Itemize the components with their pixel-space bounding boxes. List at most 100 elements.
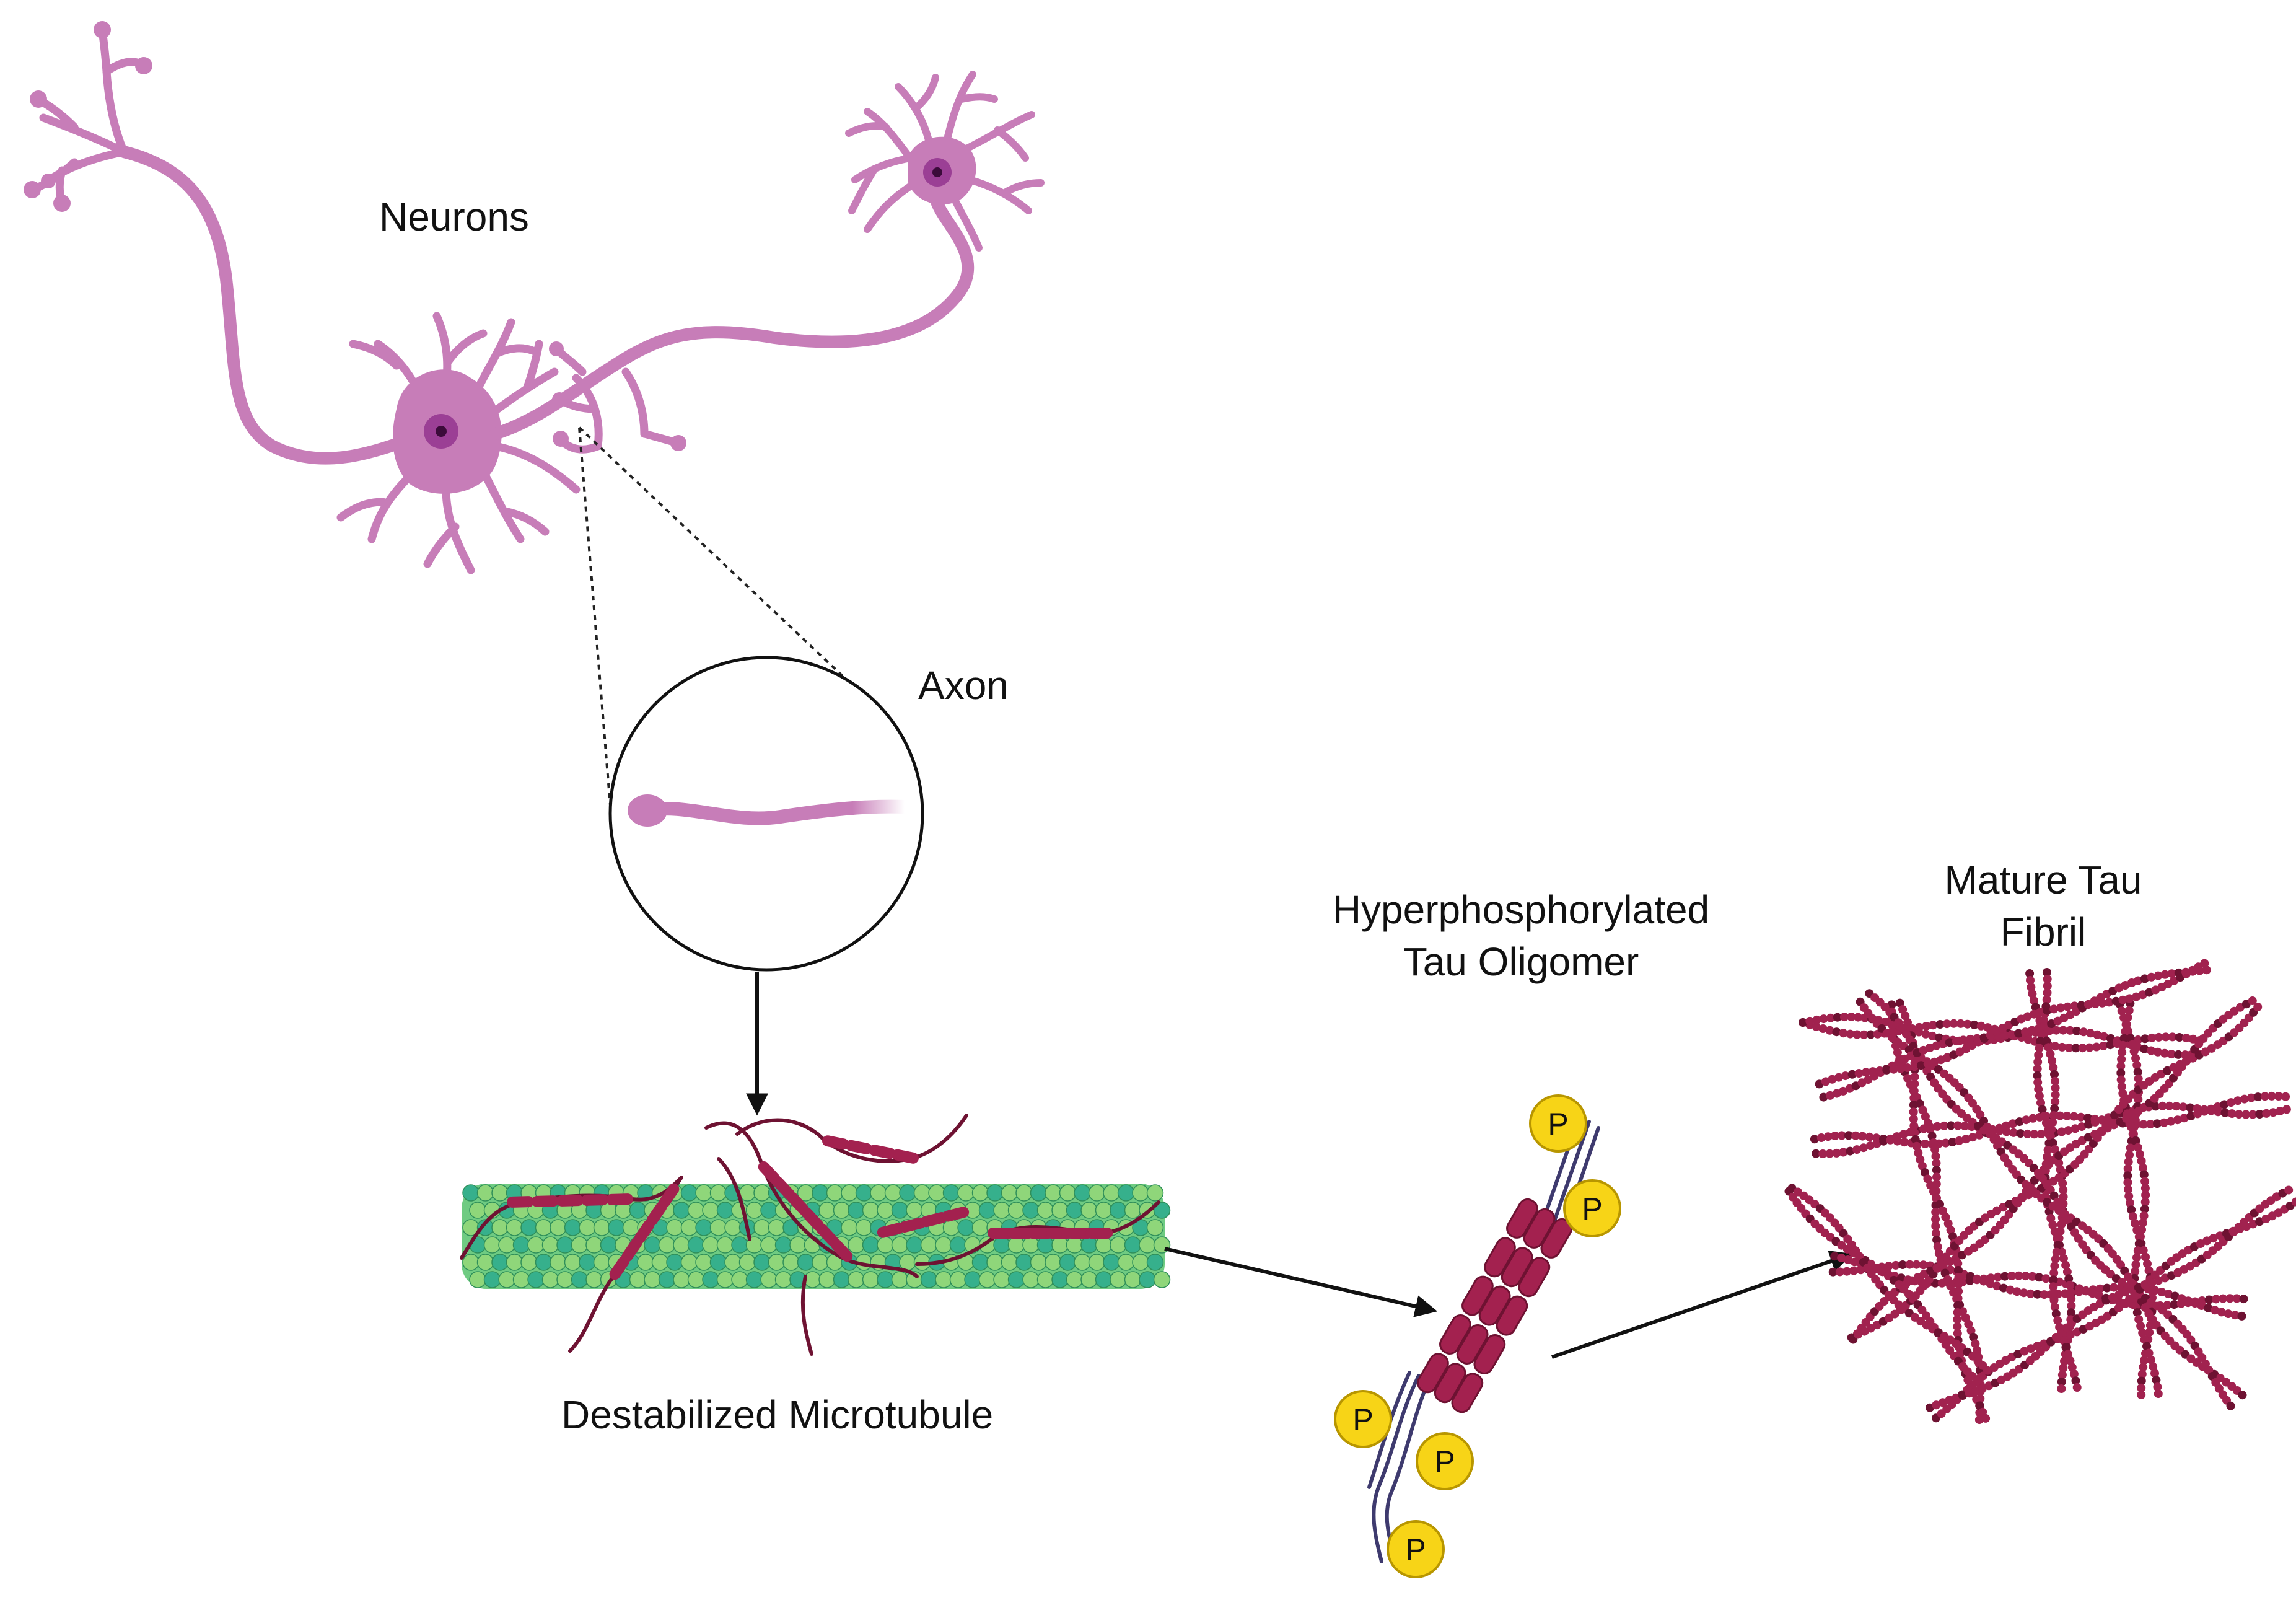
fibril-bead <box>2117 1055 2126 1064</box>
fibril-bead <box>1942 1019 1952 1029</box>
fibril-bead <box>1837 1131 1846 1140</box>
fibril-bead <box>1932 1166 1941 1175</box>
fibril-bead <box>1948 1138 1957 1146</box>
tau-segment <box>942 1207 970 1222</box>
fibril-bead <box>2147 1286 2157 1296</box>
fibril-bead <box>2167 1050 2176 1059</box>
fibril-bead <box>2095 1284 2105 1293</box>
tubulin-bead <box>673 1271 690 1288</box>
tubulin-bead <box>716 1271 734 1288</box>
tubulin-bead <box>833 1202 851 1219</box>
tubulin-bead <box>971 1254 989 1271</box>
fibril-bead <box>2059 1192 2068 1202</box>
tubulin-bead <box>1132 1184 1149 1202</box>
fibril-bead <box>2230 1311 2240 1320</box>
tubulin-bead <box>745 1271 763 1288</box>
fibril-bead <box>2284 1185 2294 1195</box>
fibril-bead <box>2049 1282 2058 1291</box>
tubulin-bead <box>564 1254 582 1271</box>
fibril-bead <box>2050 1070 2059 1079</box>
tubulin-bead <box>797 1254 815 1271</box>
fibril-bead <box>2133 1067 2142 1076</box>
tubulin-bead <box>695 1219 712 1236</box>
fibril-bead <box>1930 1145 1940 1154</box>
fibril-bead <box>2110 1283 2119 1292</box>
tubulin-bead <box>812 1184 829 1202</box>
fibril-bead <box>2128 1212 2137 1221</box>
fibril-bead <box>1940 1121 1948 1130</box>
tubulin-bead <box>1103 1254 1120 1271</box>
fibril-bead <box>1910 1072 1919 1081</box>
fibril-bead <box>2204 1295 2214 1304</box>
fibril-bead <box>2253 1092 2263 1102</box>
fibril-bead <box>2077 1122 2087 1132</box>
fibril-bead <box>2140 1184 2150 1193</box>
fibril-bead <box>1971 1339 1980 1348</box>
tubulin-bead <box>1110 1271 1127 1288</box>
fibril-bead <box>1896 1064 1905 1073</box>
tubulin-bead <box>993 1271 1010 1288</box>
tau-segment <box>659 1183 680 1208</box>
fibril-bead <box>1954 1286 1963 1296</box>
tubulin-bead <box>498 1271 515 1288</box>
tubulin-bead <box>1045 1184 1062 1202</box>
fibril-bead <box>2043 1146 2053 1154</box>
tubulin-bead <box>579 1219 596 1236</box>
fibril-bead <box>1933 1242 1942 1251</box>
tubulin-bead <box>1139 1236 1156 1254</box>
fibril-bead <box>2150 1369 2159 1378</box>
fibril-bead <box>1868 1067 1877 1076</box>
fibril-bead <box>1941 1138 1950 1148</box>
fibril-bead <box>1886 1135 1895 1145</box>
fibril-bead <box>1932 1172 1941 1182</box>
tubulin-bead <box>585 1271 603 1288</box>
fibril-bead <box>2126 1033 2135 1042</box>
fibril-bead <box>1947 1121 1956 1130</box>
fibril-bead <box>2234 1110 2243 1119</box>
fibril-bead <box>2152 1376 2161 1385</box>
fibril-bead <box>2145 1328 2154 1337</box>
fibril-bead <box>1973 1376 1982 1386</box>
fibril-bead <box>2043 1153 2051 1162</box>
fibril-bead <box>2057 1377 2066 1386</box>
fibril-bead <box>2160 1118 2168 1127</box>
phosphate-icon: P <box>1563 1179 1621 1237</box>
fibril-bead <box>1932 1159 1941 1167</box>
tau-block <box>1478 1285 1511 1326</box>
fibril-bead <box>1825 1149 1834 1158</box>
tubulin-bead <box>738 1254 756 1271</box>
fibril-bead <box>2052 1247 2061 1257</box>
fibril-bead <box>2147 972 2156 982</box>
fibril-bead <box>2136 1322 2145 1330</box>
fibril-bead <box>2140 1177 2150 1186</box>
tau-segment <box>822 1135 849 1150</box>
fibril-bead <box>1931 1208 1940 1217</box>
fibril-bead <box>2043 975 2052 983</box>
tubulin-bead <box>709 1254 727 1271</box>
fibril-bead <box>2051 1309 2061 1319</box>
fibril-bead <box>2124 1157 2133 1166</box>
tubulin-bead <box>760 1236 778 1254</box>
fibril-bead <box>2167 969 2176 978</box>
fibril-bead <box>2267 1091 2276 1101</box>
fibril-bead <box>2276 1107 2285 1115</box>
tubulin-bead <box>1051 1236 1069 1254</box>
fibril-bead <box>2165 1101 2174 1110</box>
neuron-network <box>24 21 1045 574</box>
tubulin-bead <box>906 1236 923 1254</box>
tubulin-bead <box>760 1202 778 1219</box>
fibril-bead <box>2116 1068 2126 1078</box>
fibril-bead <box>2035 1044 2044 1053</box>
tubulin-bead <box>608 1219 625 1236</box>
fibril-bead <box>2142 1342 2152 1351</box>
fibril-bead <box>2000 1031 2010 1040</box>
fibril-bead <box>2041 1119 2051 1127</box>
fibril-bead <box>2084 1120 2093 1129</box>
fibril-bead <box>2028 989 2037 998</box>
fibril-bead <box>2066 1281 2075 1290</box>
tubulin-bead <box>841 1219 858 1236</box>
fibril-bead <box>2071 1376 2080 1386</box>
fibril-bead <box>2173 1115 2182 1125</box>
zoom-guide-lines <box>578 426 853 806</box>
